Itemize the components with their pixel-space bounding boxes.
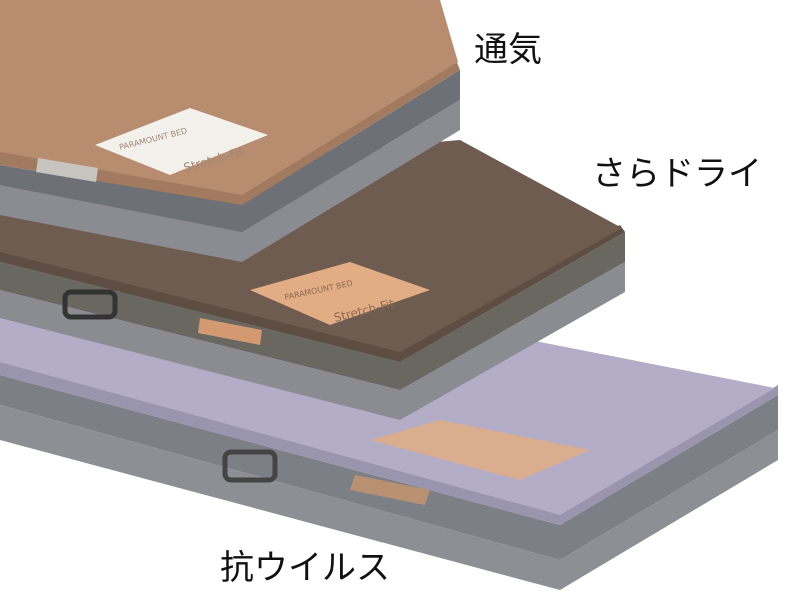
label-breathable: 通気 <box>474 30 542 70</box>
label-antiviral: 抗ウイルス <box>220 548 390 588</box>
label-dry: さらドライ <box>592 154 762 194</box>
handle-icon <box>222 449 278 483</box>
brand-tag <box>95 108 268 175</box>
breathable-mattress: PARAMOUNT BED Stretch-Fit <box>0 0 460 262</box>
handle-icon <box>62 289 118 320</box>
brand-tag <box>250 262 430 325</box>
brand-tag <box>370 420 590 480</box>
